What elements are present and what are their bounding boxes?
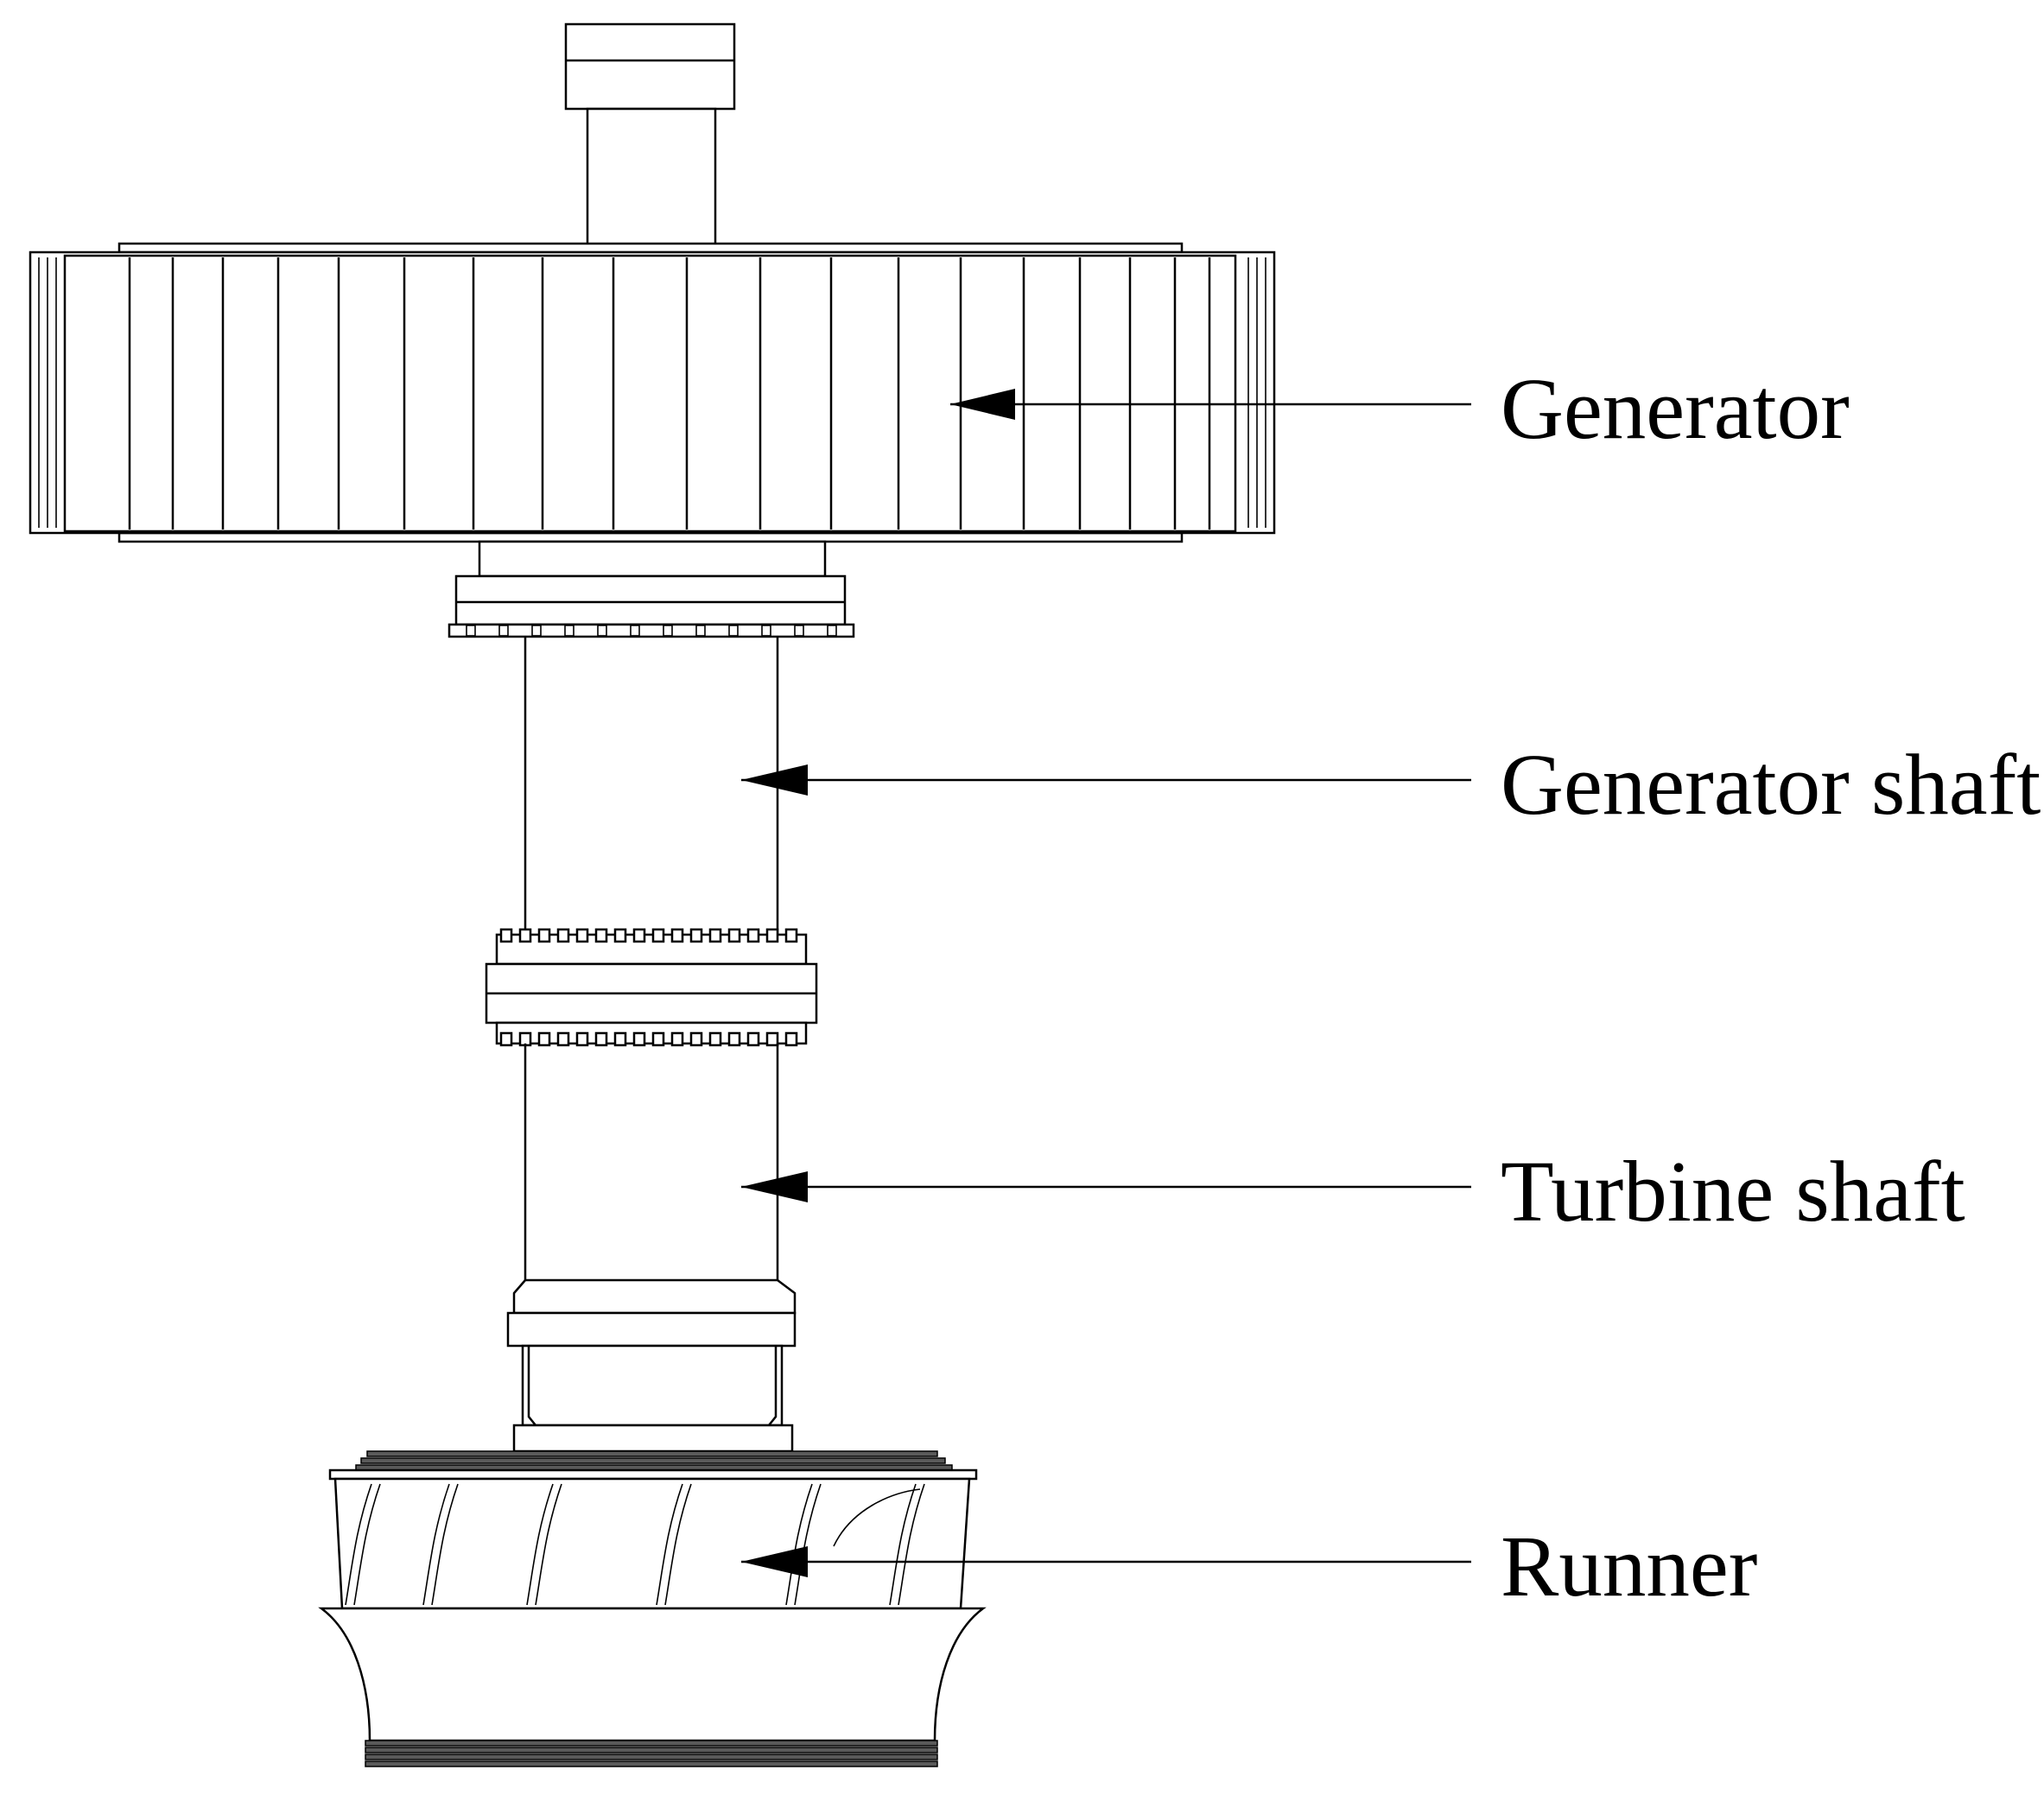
label-generator: Generator [1501, 360, 1850, 457]
runner-blade [785, 1483, 813, 1606]
coupling-tooth [594, 928, 608, 943]
generator-leader [950, 389, 1471, 420]
coupling-tooth [746, 1031, 760, 1047]
generator-rotor [29, 242, 1276, 543]
hub-bolt [728, 625, 739, 637]
coupling-tooth [727, 1031, 741, 1047]
runner-blade-edge [664, 1483, 692, 1606]
lower-bearing [506, 1278, 797, 1453]
hub-bolt [794, 625, 804, 637]
coupling-tooth [746, 928, 760, 943]
coupling-tooth [537, 1031, 551, 1047]
runner-blade-edge [535, 1483, 562, 1606]
turbine-shaft [524, 1043, 779, 1280]
hub-bolt [498, 625, 509, 637]
coupling-tooth [765, 1031, 779, 1047]
arrow-generator-shaft-icon [741, 764, 808, 796]
coupling-tooth [670, 1031, 684, 1047]
coupling-tooth [499, 1031, 513, 1047]
arrow-runner-icon [741, 1546, 808, 1577]
coupling-tooth [689, 1031, 703, 1047]
runner-blade-edge [431, 1483, 459, 1606]
top-cap [564, 22, 736, 247]
label-turbine-shaft: Turbine shaft [1501, 1143, 1965, 1240]
turbine-shaft-leader [741, 1171, 1471, 1202]
runner-blade-edge [898, 1483, 925, 1606]
hub-bolt [466, 625, 476, 637]
coupling-tooth [518, 928, 532, 943]
coupling-tooth [556, 1031, 570, 1047]
coupling-tooth [613, 928, 627, 943]
runner-blade [656, 1483, 683, 1606]
arrow-turbine-shaft-icon [741, 1171, 808, 1202]
coupling-tooth [518, 1031, 532, 1047]
generator-shaft [524, 637, 779, 935]
runner-blade [345, 1483, 372, 1606]
coupling-tooth [594, 1031, 608, 1047]
hub-bolt [531, 625, 542, 637]
coupling-teeth-top [499, 928, 798, 943]
label-generator-shaft: Generator shaft [1501, 736, 2041, 833]
upper-hub [448, 540, 855, 638]
label-runner: Runner [1501, 1518, 1757, 1614]
coupling-tooth [708, 928, 722, 943]
runner-blade [889, 1483, 917, 1606]
hub-bolt [597, 625, 607, 637]
shaft-coupling [485, 928, 818, 1047]
coupling-tooth [670, 928, 684, 943]
coupling-tooth [651, 1031, 665, 1047]
runner-leader [741, 1546, 1471, 1577]
hub-bolt-ticks [466, 625, 837, 637]
runner-blade [422, 1483, 450, 1606]
coupling-tooth [556, 928, 570, 943]
coupling-teeth-bottom [499, 1031, 798, 1047]
hub-bolt [630, 625, 640, 637]
coupling-tooth [575, 928, 589, 943]
coupling-tooth [613, 1031, 627, 1047]
runner-blades [345, 1483, 925, 1606]
hub-bolt [663, 625, 673, 637]
hub-bolt [695, 625, 706, 637]
generator-shaft-leader [741, 764, 1471, 796]
runner-blade-edge [353, 1483, 381, 1606]
runner-blade-edge [794, 1483, 822, 1606]
coupling-tooth [689, 928, 703, 943]
hub-bolt [564, 625, 574, 637]
hub-bolt [761, 625, 771, 637]
coupling-tooth [784, 928, 798, 943]
arrow-generator-icon [950, 389, 1015, 420]
coupling-tooth [708, 1031, 722, 1047]
coupling-tooth [537, 928, 551, 943]
coupling-tooth [727, 928, 741, 943]
runner [318, 1450, 987, 1767]
runner-blade [526, 1483, 554, 1606]
hub-bolt [827, 625, 837, 637]
rotor-pole-lines [38, 257, 1266, 528]
coupling-tooth [765, 928, 779, 943]
coupling-tooth [784, 1031, 798, 1047]
coupling-tooth [651, 928, 665, 943]
coupling-tooth [632, 1031, 646, 1047]
coupling-tooth [499, 928, 513, 943]
coupling-tooth [575, 1031, 589, 1047]
coupling-tooth [632, 928, 646, 943]
rotor-pole-segments [128, 257, 1211, 530]
